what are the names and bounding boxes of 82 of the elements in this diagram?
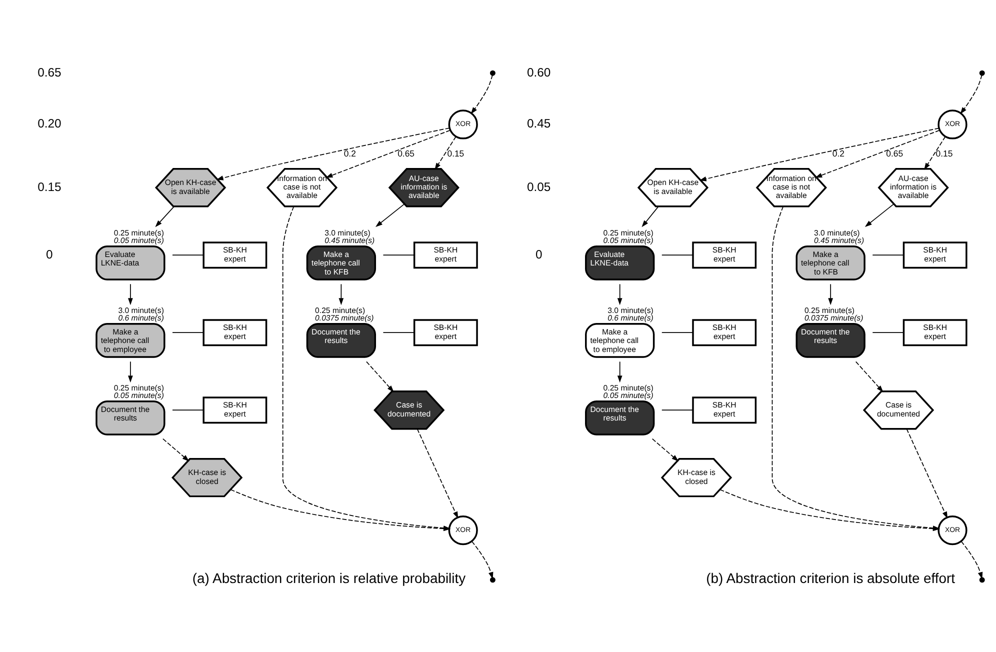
node-box: SB-KH expert — [902, 241, 968, 268]
node-label: 0.0375 minute(s) — [315, 313, 374, 322]
node-label: 0.25 minute(s) — [315, 305, 366, 314]
arrow — [855, 360, 884, 392]
node-label: 0.45 minute(s) — [814, 236, 864, 245]
node-box: SB-KH expert — [692, 241, 757, 268]
edge-label: 0.2 — [832, 148, 844, 158]
node-label: 0.6 minute(s) — [608, 313, 654, 322]
label: 0.05 — [526, 179, 551, 194]
node-label: 3.0 minute(s) — [118, 305, 164, 314]
arrow — [128, 360, 133, 382]
node-box: SB-KH expert — [202, 241, 268, 268]
node-label: 0.6 minute(s) — [118, 313, 164, 322]
connector — [872, 254, 904, 256]
node-box: SB-KH expert — [202, 318, 268, 346]
edge-label: 0.65 — [398, 148, 415, 158]
arrow — [864, 203, 894, 226]
arrow — [828, 283, 834, 305]
arrow — [434, 136, 456, 170]
arrow — [906, 428, 948, 518]
arrow — [471, 540, 494, 579]
arrow — [699, 127, 940, 181]
arrow — [375, 203, 405, 226]
node-box: SB-KH expert — [902, 318, 968, 346]
arrow — [960, 540, 983, 579]
arrow — [470, 74, 493, 114]
arrow — [416, 428, 458, 518]
node-label: 0.0375 minute(s) — [804, 313, 864, 322]
arrow — [652, 438, 679, 461]
label: 0.65 — [38, 64, 62, 79]
node-label: 3.0 minute(s) — [814, 228, 860, 237]
node-box: SB-KH expert — [413, 318, 478, 346]
arrow — [815, 129, 940, 178]
node-label: 0.25 minute(s) — [804, 305, 855, 314]
arrow — [338, 283, 344, 305]
connector — [172, 254, 204, 256]
connector — [872, 332, 904, 333]
label: 0 — [535, 246, 542, 261]
node-label: 3.0 minute(s) — [608, 305, 654, 314]
node-label: 0.05 minute(s) — [114, 390, 164, 400]
arrow — [326, 129, 451, 178]
label: 0.15 — [38, 179, 62, 194]
label: 0.60 — [526, 64, 551, 79]
arrow — [617, 360, 622, 382]
node-label: 0.25 minute(s) — [114, 382, 164, 392]
arrow — [924, 136, 946, 170]
edge-label: 0.65 — [886, 148, 904, 158]
label: 0.20 — [38, 116, 62, 130]
arrow — [128, 283, 133, 305]
edge-label: 0.15 — [447, 148, 464, 158]
node-label: 0.25 minute(s) — [603, 382, 654, 392]
arrow — [155, 206, 175, 227]
node-label: 0.05 minute(s) — [603, 236, 654, 245]
node-box: SB-KH expert — [692, 318, 757, 346]
connector — [661, 409, 694, 410]
label: 0 — [46, 246, 53, 261]
arrow — [617, 283, 622, 305]
node-label: 0.45 minute(s) — [324, 236, 375, 245]
connector — [661, 332, 694, 333]
edge-label: 0.2 — [344, 148, 356, 158]
connector — [382, 254, 415, 256]
node-label: 0.25 minute(s) — [114, 228, 164, 237]
label: (a) Abstraction criterion is relative probability — [192, 570, 466, 586]
connector — [661, 254, 694, 256]
node-label: 0.05 minute(s) — [114, 236, 164, 245]
connector — [172, 409, 204, 410]
label: 0.45 — [526, 116, 551, 130]
connector — [382, 332, 415, 333]
connector — [172, 332, 204, 333]
node-label: 3.0 minute(s) — [324, 228, 370, 237]
node-box: SB-KH expert — [692, 396, 757, 424]
arrow — [960, 74, 982, 114]
node-label: 0.05 minute(s) — [603, 390, 654, 400]
node-box: SB-KH expert — [413, 241, 478, 268]
edge-label: 0.15 — [936, 148, 953, 158]
label: (b) Abstraction criterion is absolute effort — [706, 570, 956, 586]
arrow — [216, 127, 450, 180]
node-box: SB-KH expert — [202, 396, 268, 424]
arrow — [162, 438, 190, 461]
arrow — [642, 206, 659, 227]
node-label: 0.25 minute(s) — [603, 228, 654, 237]
arrow — [366, 360, 394, 392]
